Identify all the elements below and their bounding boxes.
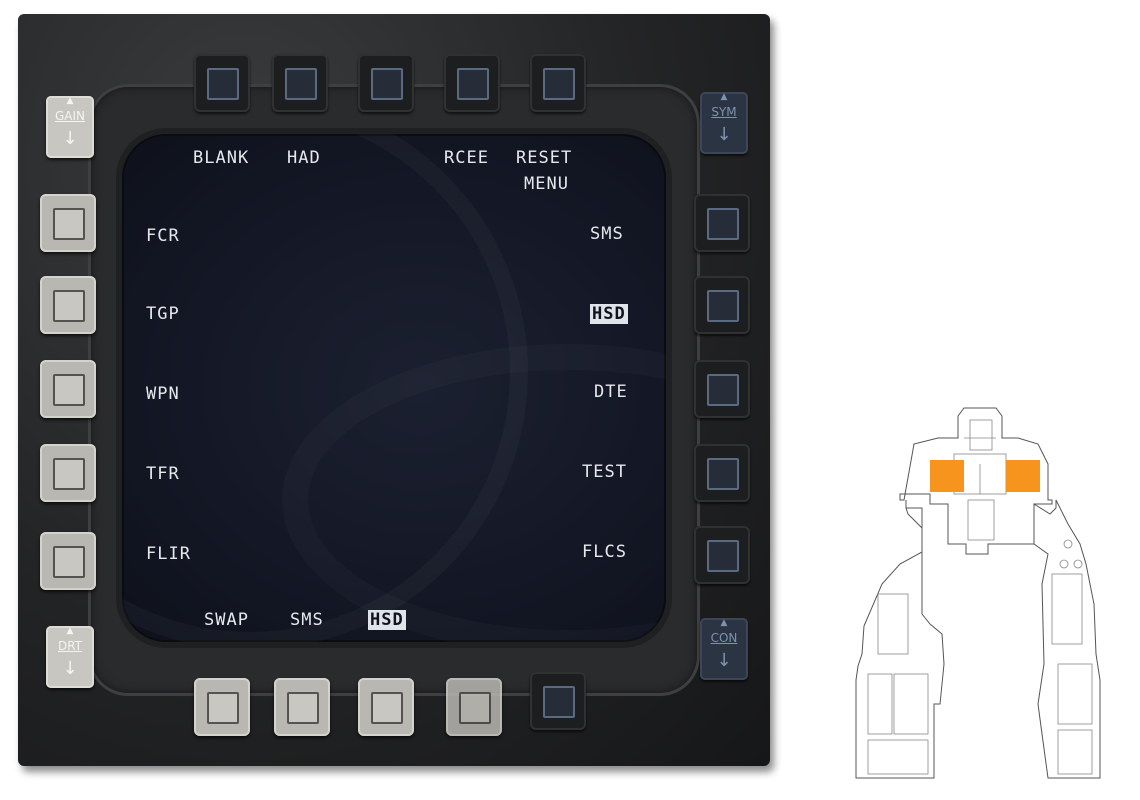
label-tfr: TFR — [146, 464, 180, 484]
detail-panel — [867, 673, 893, 735]
center-console — [899, 407, 1053, 555]
con-rocker[interactable]: ▲ CON ↓ — [700, 618, 748, 680]
sym-rocker[interactable]: ▲ SYM ↓ — [700, 92, 748, 154]
osb-top-4[interactable] — [444, 54, 500, 112]
left-side-console — [855, 500, 945, 779]
osb-top-1[interactable] — [194, 54, 250, 112]
label-flcs: FLCS — [582, 542, 627, 562]
osb-cap — [457, 68, 489, 100]
osb-cap — [207, 68, 239, 100]
osb-cap — [287, 692, 319, 724]
osb-top-2[interactable] — [272, 54, 328, 112]
rocker-down-arrow-icon: ↓ — [716, 650, 732, 671]
osb-right-2[interactable] — [694, 276, 750, 334]
osb-cap — [707, 374, 739, 406]
mfd-screen: BLANK HAD RCEE RESET MENU FCR TGP WPN TF… — [122, 134, 666, 642]
osb-cap — [707, 208, 739, 240]
label-sms: SMS — [590, 224, 624, 244]
detail-panel — [1051, 573, 1083, 645]
osb-left-4[interactable] — [40, 444, 96, 502]
osb-right-1[interactable] — [694, 194, 750, 252]
osb-cap — [371, 692, 403, 724]
label-blank: BLANK — [193, 148, 250, 168]
drt-label: DRT — [57, 639, 83, 653]
osb-bottom-3[interactable] — [358, 678, 414, 736]
con-label: CON — [710, 631, 738, 645]
label-tgp: TGP — [146, 304, 180, 324]
detail-panel — [969, 419, 993, 451]
detail-panel — [967, 499, 995, 541]
label-wpn: WPN — [146, 384, 180, 404]
detail-knob — [1063, 539, 1073, 549]
detail-panel — [867, 739, 929, 775]
osb-cap — [543, 68, 575, 100]
gain-rocker[interactable]: ▲ GAIN ↓ — [46, 96, 94, 158]
label-dte: DTE — [594, 382, 628, 402]
osb-top-5[interactable] — [530, 54, 586, 112]
right-mfd-highlight — [1006, 460, 1040, 492]
label-hsd-selected: HSD — [590, 304, 628, 324]
osb-right-4[interactable] — [694, 444, 750, 502]
label-test: TEST — [582, 462, 627, 482]
rocker-up-arrow-icon: ▲ — [66, 626, 74, 636]
osb-cap — [285, 68, 317, 100]
sym-label: SYM — [711, 105, 737, 119]
detail-knob — [1059, 559, 1069, 569]
label-rcee: RCEE — [444, 148, 489, 168]
osb-bottom-4[interactable] — [446, 678, 502, 736]
label-sms-bottom: SMS — [290, 610, 324, 630]
osb-cap — [371, 68, 403, 100]
osb-bottom-5[interactable] — [530, 672, 586, 730]
osb-left-5[interactable] — [40, 532, 96, 590]
mfd-panel: ▲ GAIN ↓ ▲ DRT ↓ ▲ SYM ↓ ▲ CON ↓ BLANK H… — [18, 14, 770, 766]
label-reset: RESET — [516, 148, 573, 168]
osb-top-3[interactable] — [358, 54, 414, 112]
osb-cap — [53, 208, 85, 240]
rocker-down-arrow-icon: ↓ — [62, 658, 78, 679]
osb-cap — [459, 692, 491, 724]
osb-right-3[interactable] — [694, 360, 750, 418]
osb-right-5[interactable] — [694, 526, 750, 584]
label-fcr: FCR — [146, 226, 180, 246]
detail-panel — [1057, 663, 1093, 725]
rocker-up-arrow-icon: ▲ — [720, 92, 728, 102]
osb-cap — [53, 458, 85, 490]
label-swap: SWAP — [204, 610, 249, 630]
rocker-up-arrow-icon: ▲ — [66, 96, 74, 106]
label-hsd-bottom: HSD — [368, 610, 406, 630]
osb-bottom-1[interactable] — [194, 678, 250, 736]
osb-cap — [53, 290, 85, 322]
detail-panel — [877, 593, 909, 655]
drt-rocker[interactable]: ▲ DRT ↓ — [46, 626, 94, 688]
label-menu: MENU — [524, 174, 569, 194]
detail-panel — [893, 673, 929, 735]
gain-label: GAIN — [54, 109, 86, 123]
label-flir: FLIR — [146, 544, 191, 564]
osb-cap — [707, 458, 739, 490]
osb-left-1[interactable] — [40, 194, 96, 252]
right-side-console — [1033, 499, 1101, 779]
osb-left-2[interactable] — [40, 276, 96, 334]
detail-panel — [1057, 729, 1093, 775]
rocker-down-arrow-icon: ↓ — [716, 124, 732, 145]
osb-cap — [707, 540, 739, 572]
label-had: HAD — [287, 148, 321, 168]
left-mfd-highlight — [930, 460, 964, 492]
osb-cap — [707, 290, 739, 322]
osb-cap — [53, 374, 85, 406]
rocker-up-arrow-icon: ▲ — [720, 618, 728, 628]
detail-knob — [1073, 559, 1083, 569]
osb-bottom-2[interactable] — [274, 678, 330, 736]
osb-left-3[interactable] — [40, 360, 96, 418]
cockpit-location-diagram — [855, 407, 1101, 779]
osb-cap — [543, 686, 575, 718]
rocker-down-arrow-icon: ↓ — [62, 128, 78, 149]
osb-cap — [53, 546, 85, 578]
osb-cap — [207, 692, 239, 724]
